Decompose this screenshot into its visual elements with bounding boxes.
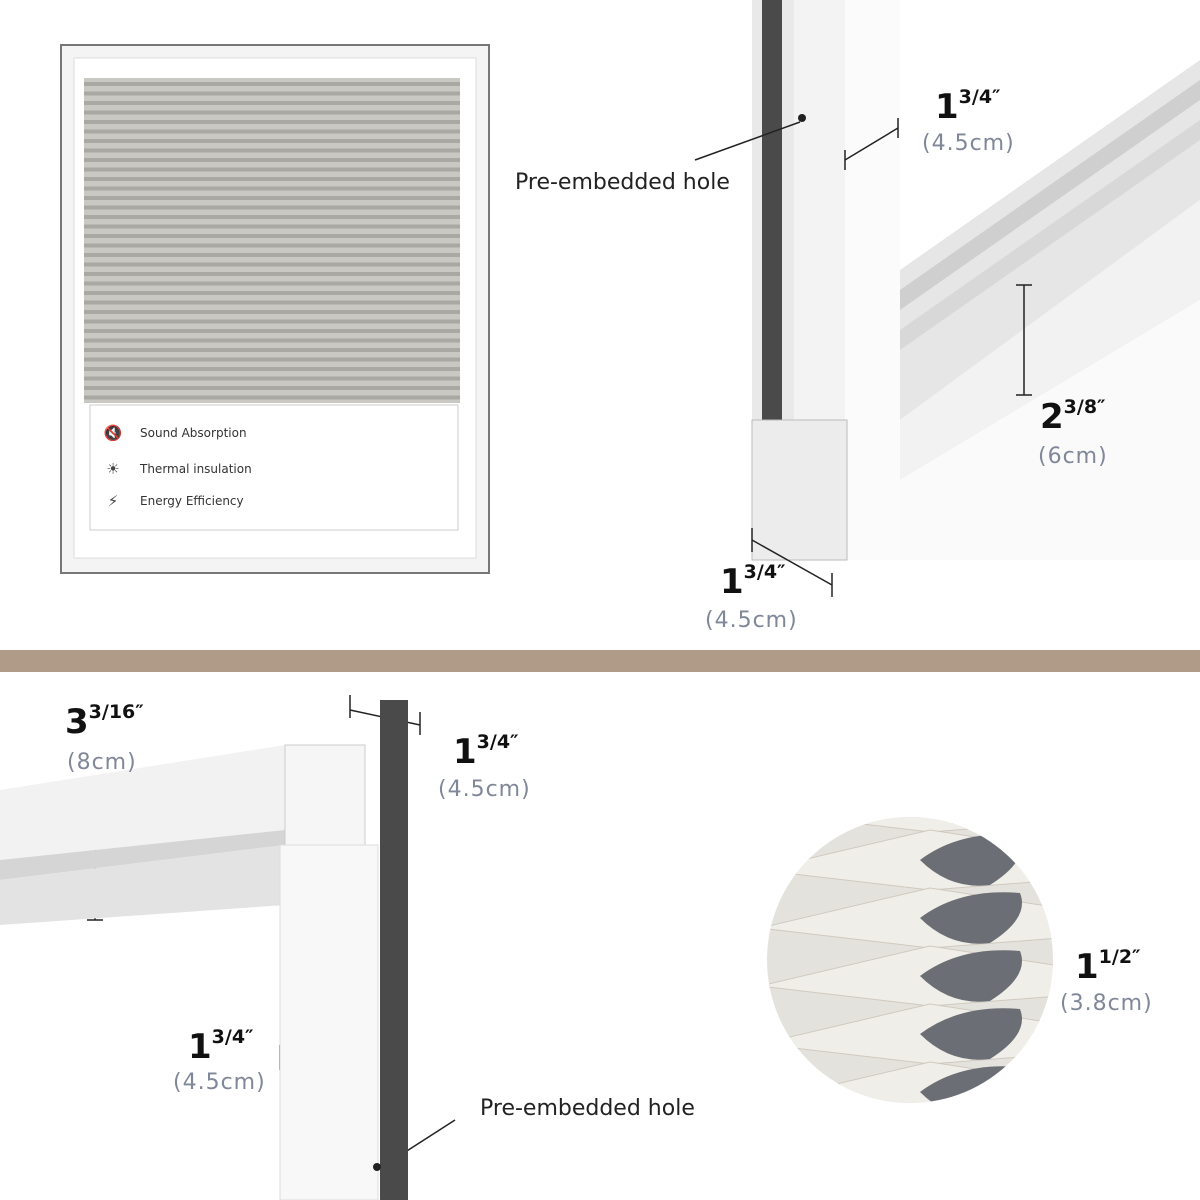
dimension-fraction: 3/4″ (743, 561, 786, 583)
dimension-whole: 1 (188, 1027, 212, 1067)
dimension-whole: 1 (453, 732, 477, 772)
honeycomb-cell-closeup (767, 817, 1053, 1103)
pre-embedded-hole (798, 114, 806, 122)
dimension-value: 33/16″ (65, 702, 144, 742)
dimension-metric: (6cm) (1038, 444, 1108, 469)
dimension-value: 13/4″ (720, 562, 786, 602)
dimension-fraction: 1/2″ (1098, 946, 1141, 968)
speaker-muted-icon: 🔇 (103, 424, 123, 442)
section-divider (0, 650, 1200, 672)
dimension-value: 11/2″ (1075, 947, 1141, 987)
dimension-metric: (4.5cm) (173, 1070, 266, 1095)
dimension-value: 23/8″ (1040, 397, 1106, 437)
pre-embedded-hole (373, 1163, 381, 1171)
dimension-value: 13/4″ (935, 87, 1001, 127)
brush-seal (380, 700, 408, 1200)
callout-pre-embedded-hole: Pre-embedded hole (515, 170, 730, 195)
frame-corner-bottom (0, 700, 408, 1200)
sun-heat-icon: ☀ (106, 460, 120, 478)
dimension-metric: (8cm) (67, 750, 137, 775)
window-frame (60, 44, 490, 574)
dimension-whole: 1 (720, 562, 744, 602)
dimension-fraction: 3/8″ (1063, 396, 1106, 418)
dimension-whole: 2 (1040, 397, 1064, 437)
feature-energy-efficiency: ⚡Energy Efficiency (100, 492, 244, 510)
dimension-metric: (4.5cm) (705, 608, 798, 633)
dimension-fraction: 3/4″ (211, 1026, 254, 1048)
dimension-whole: 1 (1075, 947, 1099, 987)
dimension-metric: (3.8cm) (1060, 991, 1153, 1016)
feature-sound-absorption: 🔇Sound Absorption (100, 424, 247, 442)
dimension-value: 13/4″ (453, 732, 519, 772)
dimension-whole: 3 (65, 702, 89, 742)
brush-seal (762, 0, 782, 540)
dimension-whole: 1 (935, 87, 959, 127)
callout-pre-embedded-hole: Pre-embedded hole (480, 1096, 695, 1121)
dimension-metric: (4.5cm) (922, 131, 1015, 156)
dimension-fraction: 3/4″ (958, 86, 1001, 108)
leaf-bolt-icon: ⚡ (107, 492, 119, 510)
dimension-value: 13/4″ (188, 1027, 254, 1067)
dimension-metric: (4.5cm) (438, 777, 531, 802)
dimension-fraction: 3/16″ (88, 701, 144, 723)
frame-rail-top-right (751, 0, 1200, 561)
dimension-fraction: 3/4″ (476, 731, 519, 753)
feature-thermal-insulation: ☀Thermal insulation (100, 460, 251, 478)
